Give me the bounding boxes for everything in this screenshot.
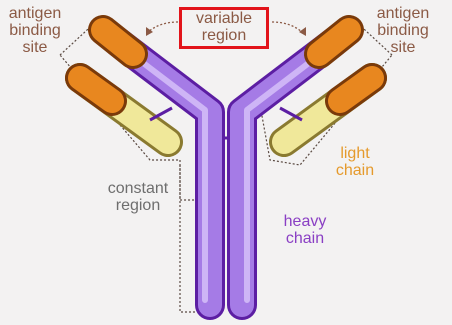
variable-arrow-left xyxy=(148,22,178,32)
label-line: site xyxy=(6,39,64,56)
label-line: chain xyxy=(278,230,332,247)
heavy-chain-left xyxy=(113,40,210,305)
label-line: constant xyxy=(100,180,176,197)
label-line: light xyxy=(330,145,380,162)
variable-arrow-right xyxy=(272,22,302,32)
light-chain-label: light chain xyxy=(330,145,380,179)
heavy-chain-label: heavy chain xyxy=(278,213,332,247)
label-line: region xyxy=(182,27,266,44)
label-line: binding xyxy=(368,22,438,39)
heavy-chain-right xyxy=(242,40,339,305)
constant-region-label: constant region xyxy=(100,180,176,214)
label-line: binding xyxy=(6,22,64,39)
variable-region-label: variable region xyxy=(182,10,266,44)
arrowhead-left xyxy=(146,27,153,36)
antigen-binding-site-label-right: antigen binding site xyxy=(368,5,438,56)
label-line: antigen xyxy=(368,5,438,22)
arrowhead-right xyxy=(299,27,306,36)
label-line: antigen xyxy=(6,5,64,22)
antigen-binding-site-label-left: antigen binding site xyxy=(6,5,64,56)
label-line: chain xyxy=(330,162,380,179)
label-line: region xyxy=(100,197,176,214)
label-line: heavy xyxy=(278,213,332,230)
label-line: site xyxy=(368,39,438,56)
label-line: variable xyxy=(182,10,266,27)
